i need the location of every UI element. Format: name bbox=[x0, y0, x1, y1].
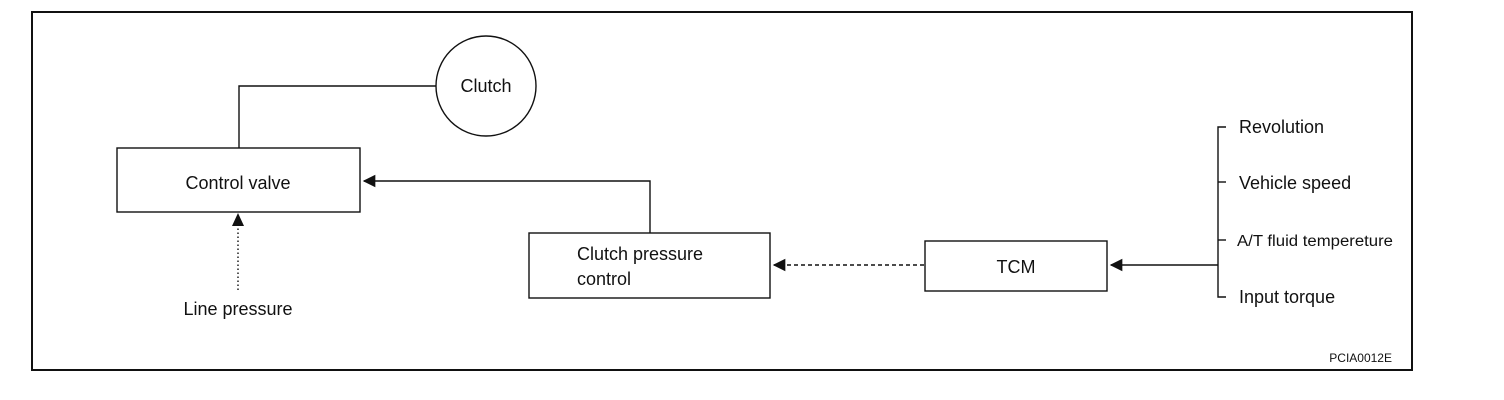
clutch-valve-connector bbox=[238, 85, 436, 148]
tcm-label: TCM bbox=[997, 257, 1036, 277]
figure-code: PCIA0012E bbox=[1329, 351, 1392, 365]
input-fluid-temperature: A/T fluid tempereture bbox=[1237, 233, 1393, 250]
line-pressure-arrowhead bbox=[232, 213, 244, 226]
control-valve-label: Control valve bbox=[185, 173, 290, 193]
clutch-label: Clutch bbox=[460, 76, 511, 96]
clutch-pressure-control-label-line1: Clutch pressure bbox=[577, 244, 703, 264]
input-signal-bracket bbox=[1109, 126, 1226, 298]
input-torque: Input torque bbox=[1239, 287, 1335, 307]
input-revolution: Revolution bbox=[1239, 117, 1324, 137]
control-valve-node: Control valve bbox=[116, 147, 361, 213]
clutch-pressure-control-label-line2: control bbox=[577, 269, 631, 289]
clutch-pressure-control-node: Clutch pressure control bbox=[528, 232, 771, 299]
pressure-control-to-valve-arrow bbox=[362, 174, 651, 233]
clutch-node: Clutch bbox=[435, 35, 537, 137]
input-vehicle-speed: Vehicle speed bbox=[1239, 173, 1351, 193]
tcm-node: TCM bbox=[924, 240, 1108, 292]
line-pressure-label: Line pressure bbox=[183, 299, 292, 319]
